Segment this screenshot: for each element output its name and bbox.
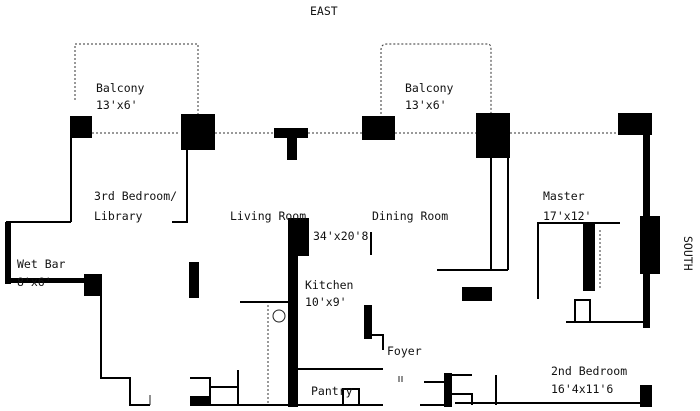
balcony-right-name: Balcony: [405, 81, 454, 95]
wet-bar-walls: [5, 221, 151, 406]
third-bedroom-name-line1: 3rd Bedroom/: [94, 189, 177, 203]
master-name: Master: [543, 189, 585, 203]
second-bedroom-size: 16'4x11'6: [551, 382, 613, 396]
third-bedroom-name-line2: Library: [94, 209, 143, 223]
balcony-left-size: 13'x6': [96, 98, 138, 112]
kitchen-walls: [190, 218, 384, 407]
living-dining-size: 34'x20'8: [313, 229, 368, 243]
wall: [420, 381, 445, 406]
wall: [437, 156, 509, 271]
dining-room-name: Dining Room: [372, 209, 448, 223]
wall: [444, 373, 452, 407]
wall: [452, 374, 497, 405]
wet-bar-name: Wet Bar: [17, 257, 66, 271]
living-room-name: Living Room: [230, 209, 306, 223]
compass-east-label: EAST: [310, 4, 338, 18]
sink-icon: [272, 309, 286, 323]
wall: [172, 148, 188, 223]
column: [189, 262, 199, 298]
balcony-left-outline: [74, 43, 199, 118]
exterior-wall-east: [70, 113, 652, 160]
pantry-name: Pantry: [311, 384, 353, 398]
column: [462, 287, 492, 301]
kitchen-size: 10'x9': [305, 295, 347, 309]
balcony-left-name: Balcony: [96, 81, 145, 95]
compass-south-label: SOUTH: [681, 236, 695, 271]
kitchen-name: Kitchen: [305, 278, 353, 292]
master-walls: [537, 133, 660, 407]
master-size: 17'x12': [543, 209, 591, 223]
foyer-name: Foyer: [387, 344, 422, 358]
wet-bar-size: 8'x6': [17, 275, 52, 289]
second-bedroom-name: 2nd Bedroom: [551, 364, 627, 378]
door-mark: [398, 376, 403, 382]
balcony-right-size: 13'x6': [405, 98, 447, 112]
